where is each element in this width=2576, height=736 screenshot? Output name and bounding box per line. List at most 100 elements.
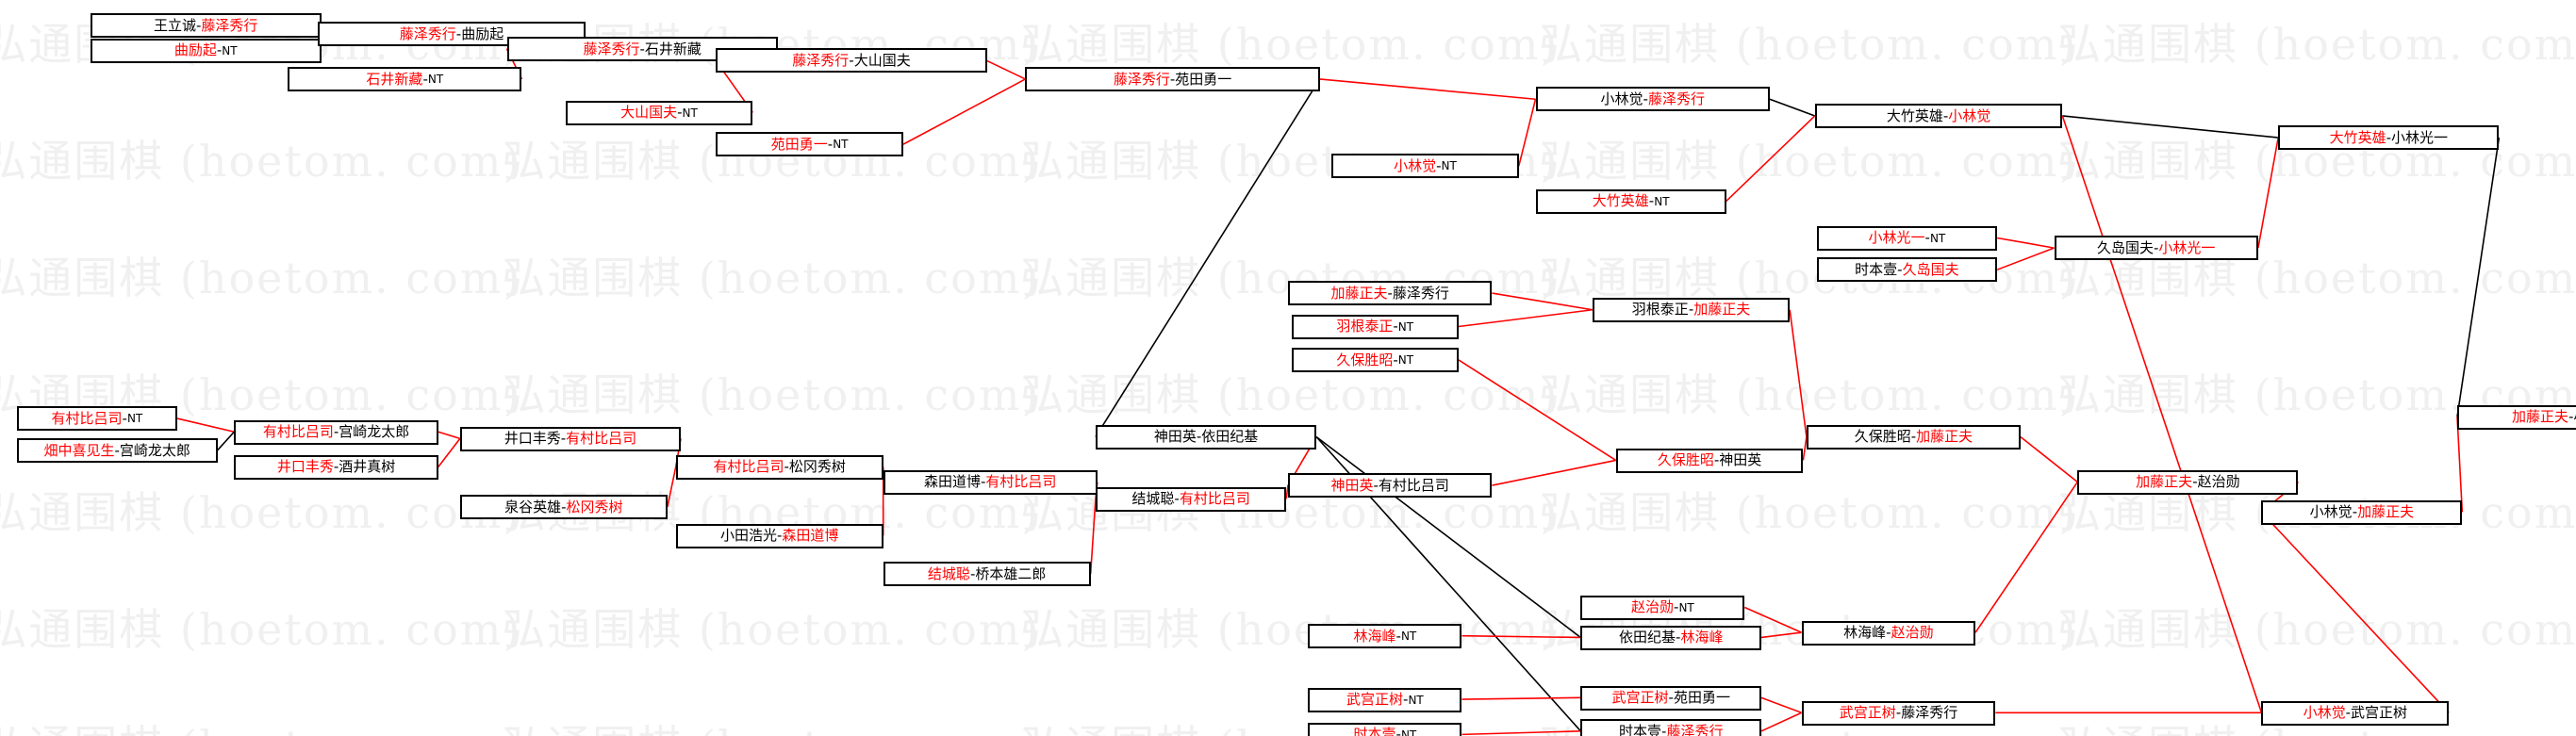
player-name: 结城聪 [927, 564, 970, 582]
match-node[interactable]: 加藤正夫-藤泽秀行 [1288, 281, 1493, 306]
player-name: 小林光一 [1868, 229, 1925, 247]
match-node[interactable]: 赵治勋-NT [1580, 595, 1745, 620]
match-node[interactable]: 小林觉-藤泽秀行 [1535, 87, 1770, 112]
match-node[interactable]: 时本壹-久岛国夫 [1816, 257, 1998, 283]
player-name: 宫崎龙太郎 [339, 423, 410, 441]
player-name: 加藤正夫 [2511, 408, 2568, 426]
player-name: 久保胜昭 [1336, 351, 1394, 368]
match-node[interactable]: 结城聪-有村比吕司 [1095, 486, 1287, 512]
match-node[interactable]: 井口丰秀-有村比吕司 [459, 426, 681, 451]
match-node[interactable]: 加藤正夫-小林光一 [2457, 404, 2576, 430]
match-node[interactable]: 久保胜昭-神田英 [1615, 448, 1804, 473]
separator: - [784, 458, 789, 476]
match-node[interactable]: 小林觉-NT [1331, 154, 1519, 179]
player-name: 久保胜昭 [1854, 428, 1911, 446]
match-node[interactable]: 大竹英雄-NT [1535, 188, 1726, 214]
player-name: 小林觉 [1600, 90, 1643, 107]
match-node[interactable]: 林海峰-赵治勋 [1801, 620, 1976, 646]
separator: - [422, 70, 428, 88]
player-name: 有村比吕司 [566, 430, 637, 448]
match-node[interactable]: 久保胜昭-加藤正夫 [1806, 424, 2021, 450]
player-name: 加藤正夫 [2357, 503, 2415, 521]
match-node[interactable]: 武宫正树-NT [1308, 687, 1462, 712]
bye-label: NT [1397, 353, 1414, 368]
separator: - [827, 135, 834, 153]
match-node[interactable]: 井口丰秀-酒井真树 [234, 454, 438, 480]
match-node[interactable]: 藤泽秀行-大山国夫 [716, 48, 987, 74]
separator: - [1676, 629, 1681, 646]
match-node[interactable]: 神田英-有村比吕司 [1288, 473, 1493, 499]
match-node[interactable]: 羽根泰正-加藤正夫 [1592, 297, 1791, 322]
match-node[interactable]: 大山国夫-NT [565, 100, 753, 125]
separator: - [216, 41, 223, 59]
separator: - [849, 51, 854, 69]
bye-label: NT [1400, 630, 1417, 644]
player-name: 久岛国夫 [1902, 260, 1959, 278]
player-name: 石井新藏 [644, 40, 702, 57]
bye-label: NT [1929, 231, 1946, 245]
bye-label: NT [1400, 728, 1417, 736]
player-name: 藤泽秀行 [201, 16, 258, 34]
player-name: 神田英 [1330, 476, 1374, 494]
player-name: 武宫正树 [2351, 704, 2408, 722]
match-node[interactable]: 小林光一-NT [1816, 225, 1998, 251]
bye-label: NT [1654, 194, 1670, 208]
separator: - [333, 423, 339, 441]
match-node[interactable]: 有村比吕司-NT [16, 406, 178, 432]
player-name: 久岛国夫 [2096, 238, 2154, 256]
player-name: 武宫正树 [1839, 704, 1896, 722]
separator: - [1895, 704, 1902, 722]
player-name: 赵治勋 [1631, 598, 1675, 616]
match-node[interactable]: 神田英-依田纪基 [1095, 424, 1317, 450]
player-name: 赵治勋 [2197, 473, 2240, 491]
player-name: 藤泽秀行 [1113, 70, 1170, 88]
match-node[interactable]: 石井新藏-NT [288, 67, 522, 91]
match-node[interactable]: 藤泽秀行-苑田勇一 [1025, 67, 1320, 91]
player-name: 井口丰秀 [276, 458, 334, 476]
separator: - [1924, 229, 1930, 247]
match-node[interactable]: 曲励起-NT [90, 38, 322, 63]
match-node[interactable]: 武宫正树-藤泽秀行 [1801, 700, 1996, 726]
match-node[interactable]: 森田道博-有村比吕司 [883, 469, 1098, 495]
separator: - [561, 498, 567, 515]
player-name: 井口丰秀 [504, 430, 561, 448]
separator: - [114, 441, 120, 459]
match-node[interactable]: 大竹英雄-小林觉 [1814, 104, 2063, 129]
player-name: 有村比吕司 [985, 473, 1057, 491]
match-node[interactable]: 小林觉-武宫正树 [2261, 700, 2450, 726]
match-node[interactable]: 久岛国夫-小林光一 [2054, 236, 2258, 261]
player-name: 森田道博 [923, 473, 981, 491]
match-node[interactable]: 武宫正树-苑田勇一 [1580, 685, 1762, 711]
match-node[interactable]: 结城聪-桥本雄二郎 [883, 562, 1091, 587]
separator: - [1674, 598, 1679, 616]
player-name: 小林光一 [2158, 238, 2216, 256]
match-node[interactable]: 加藤正夫-赵治勋 [2077, 469, 2299, 495]
match-node[interactable]: 苑田勇一-NT [716, 132, 903, 157]
match-node[interactable]: 时本壹-NT [1308, 722, 1462, 736]
player-name: 宫崎龙太郎 [119, 441, 190, 459]
player-name: 时本壹 [1855, 260, 1898, 278]
player-name: 小林光一 [2573, 410, 2576, 424]
player-name: 曲励起 [173, 41, 217, 59]
match-node[interactable]: 小林觉-加藤正夫 [2261, 499, 2463, 525]
player-name: 羽根泰正 [1336, 318, 1394, 335]
match-node[interactable]: 畑中喜见生-宫崎龙太郎 [16, 438, 218, 464]
player-name: 大竹英雄 [1886, 106, 1943, 124]
player-name: 藤泽秀行 [792, 51, 850, 69]
match-node[interactable]: 依田纪基-林海峰 [1580, 625, 1762, 650]
match-node[interactable]: 久保胜昭-NT [1291, 348, 1459, 373]
match-node[interactable]: 王立诚-藤泽秀行 [90, 13, 322, 39]
player-name: 林海峰 [1353, 627, 1396, 645]
match-node[interactable]: 时本壹-藤泽秀行 [1580, 719, 1762, 736]
match-node[interactable]: 小田浩光-森田道博 [675, 523, 883, 548]
separator: - [2386, 128, 2391, 146]
player-name: 依田纪基 [1619, 629, 1676, 646]
match-node[interactable]: 泉谷英雄-松冈秀树 [459, 495, 668, 520]
match-node[interactable]: 羽根泰正-NT [1291, 314, 1459, 339]
match-node[interactable]: 有村比吕司-宫崎龙太郎 [234, 419, 438, 445]
match-node[interactable]: 有村比吕司-松冈秀树 [675, 454, 883, 480]
separator: - [1897, 260, 1903, 278]
match-node[interactable]: 林海峰-NT [1308, 624, 1462, 649]
separator: - [1661, 722, 1667, 736]
match-node[interactable]: 大竹英雄-小林光一 [2278, 125, 2500, 151]
